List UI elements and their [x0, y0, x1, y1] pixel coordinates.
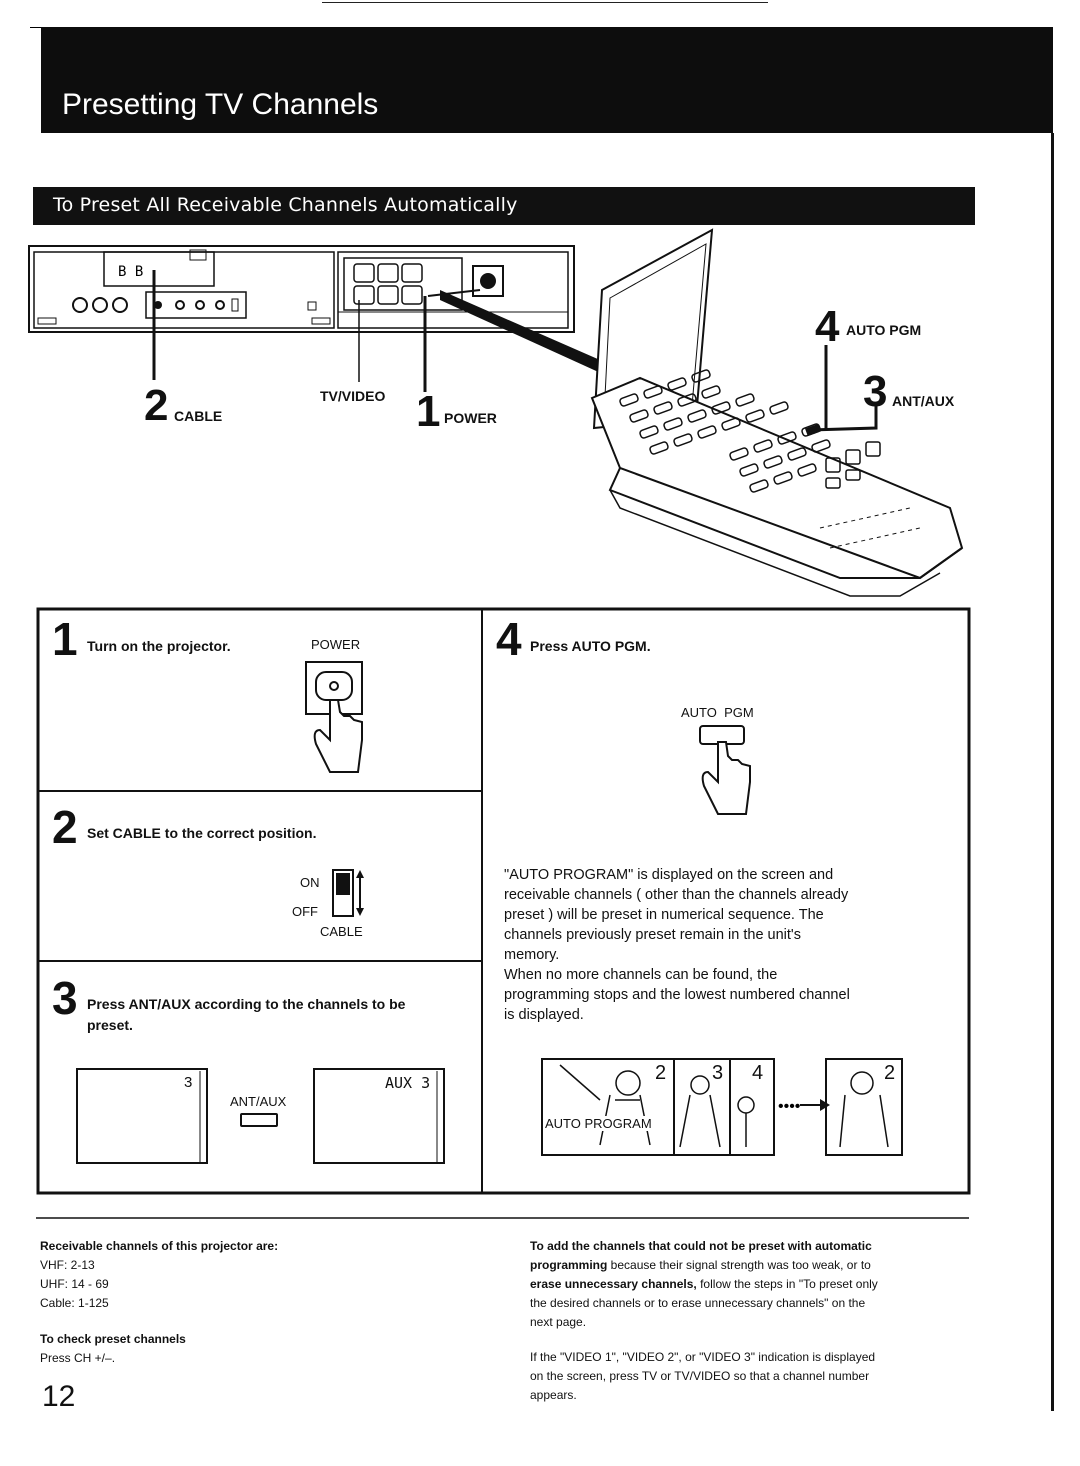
callout-tvvideo-label: TV/VIDEO [320, 388, 386, 404]
cable-switch-label: CABLE [320, 924, 363, 939]
step-1-number: 1 [52, 613, 78, 665]
notes-right-video: If the "VIDEO 1", "VIDEO 2", or "VIDEO 3… [530, 1348, 970, 1405]
screen-right-channel: AUX 3 [385, 1074, 431, 1092]
step-4-text: Press AUTO PGM. [530, 638, 651, 654]
add-text-2: because their signal strength was too we… [607, 1258, 871, 1272]
right-margin-rule [1051, 133, 1054, 1411]
antaux-button-label: ANT/AUX [230, 1094, 287, 1109]
check-heading: To check preset channels [40, 1332, 186, 1346]
desc-line: is displayed. [504, 1007, 584, 1023]
remote-control-illustration [590, 228, 964, 597]
power-button-press-icon [305, 661, 363, 773]
auto-program-caption: AUTO PROGRAM [545, 1116, 652, 1131]
autopgm-button-press-icon [699, 725, 751, 815]
svg-text:••••: •••• [778, 1098, 800, 1115]
check-text: Press CH +/–. [40, 1351, 116, 1365]
corner-rule [30, 27, 42, 28]
step-4-description: "AUTO PROGRAM" is displayed on the scree… [504, 865, 850, 1025]
desc-line: receivable channels ( other than the cha… [504, 887, 849, 903]
projector-rear-panel: B B [28, 245, 575, 333]
video-line-2: on the screen, press TV or TV/VIDEO so t… [530, 1369, 870, 1383]
channels-heading: Receivable channels of this projector ar… [40, 1239, 279, 1253]
tv-screen-right [313, 1068, 445, 1164]
callout-1-number: 1 [416, 387, 441, 436]
add-line-1: To add the channels that could not be pr… [530, 1239, 872, 1253]
header-bar [41, 27, 1053, 133]
tv-screen-left [76, 1068, 208, 1164]
uhf-range: UHF: 14 - 69 [40, 1277, 109, 1291]
section-bar [33, 187, 975, 225]
callout-4-number: 4 [815, 302, 840, 351]
add-line-5: next page. [530, 1315, 587, 1329]
frame-channel-1: 2 [655, 1062, 667, 1084]
step-3-text-line1: Press ANT/AUX according to the channels … [87, 996, 406, 1012]
section-title: To Preset All Receivable Channels Automa… [53, 194, 518, 216]
frame-channel-4: 2 [884, 1062, 896, 1084]
step-1-text: Turn on the projector. [87, 638, 231, 654]
step-2-number: 2 [52, 801, 78, 853]
screen-left-channel: 3 [184, 1074, 193, 1091]
cable-switch-icon [332, 869, 364, 917]
step-2-text: Set CABLE to the correct position. [87, 825, 317, 841]
desc-line: When no more channels can be found, the [504, 967, 778, 983]
callout-lines [152, 270, 878, 432]
video-line-3: appears. [530, 1388, 577, 1402]
callout-autopgm-label: AUTO PGM [846, 322, 922, 338]
callout-cable-label: CABLE [174, 408, 223, 424]
callout-power-label: POWER [444, 410, 497, 426]
notes-left: Receivable channels of this projector ar… [40, 1237, 460, 1313]
vhf-range: VHF: 2-13 [40, 1258, 95, 1272]
cable-range: Cable: 1-125 [40, 1296, 109, 1310]
step-3-text-line2: preset. [87, 1017, 133, 1033]
step-3-number: 3 [52, 972, 78, 1024]
callout-3-number: 3 [863, 367, 888, 416]
add-text-3: follow the steps in "To preset only [696, 1277, 878, 1291]
notes-left-check: To check preset channels Press CH +/–. [40, 1330, 460, 1368]
desc-line: "AUTO PROGRAM" is displayed on the scree… [504, 867, 834, 883]
desc-line: memory. [504, 947, 560, 963]
channel-frames-illustration: •••• [541, 1058, 903, 1156]
add-line-4: the desired channels or to erase unneces… [530, 1296, 866, 1310]
add-bold-2: programming [530, 1258, 608, 1272]
antaux-button-icon [240, 1113, 278, 1127]
svg-text:B B: B B [118, 264, 143, 280]
page-title: Presetting TV Channels [62, 88, 379, 121]
frame-channel-3: 4 [752, 1062, 764, 1084]
desc-line: channels previously preset remain in the… [504, 927, 801, 943]
step-4-number: 4 [496, 613, 522, 665]
frame-channel-2: 3 [712, 1062, 724, 1084]
callout-antaux-label: ANT/AUX [892, 393, 955, 409]
cable-off-label: OFF [292, 904, 318, 919]
page-number: 12 [42, 1380, 76, 1413]
desc-line: programming stops and the lowest numbere… [504, 987, 850, 1003]
callout-2-number: 2 [144, 381, 169, 430]
add-bold-3: erase unnecessary channels, [530, 1277, 697, 1291]
top-rule [322, 2, 768, 3]
video-line-1: If the "VIDEO 1", "VIDEO 2", or "VIDEO 3… [530, 1350, 876, 1364]
add-line-2: programming because their signal strengt… [530, 1256, 970, 1275]
notes-right: To add the channels that could not be pr… [530, 1237, 970, 1332]
power-button-label: POWER [311, 637, 361, 652]
desc-line: preset ) will be preset in numerical seq… [504, 907, 824, 923]
add-line-3: erase unnecessary channels, follow the s… [530, 1275, 970, 1294]
autopgm-button-label: AUTO PGM [681, 705, 754, 720]
cable-on-label: ON [300, 875, 320, 890]
